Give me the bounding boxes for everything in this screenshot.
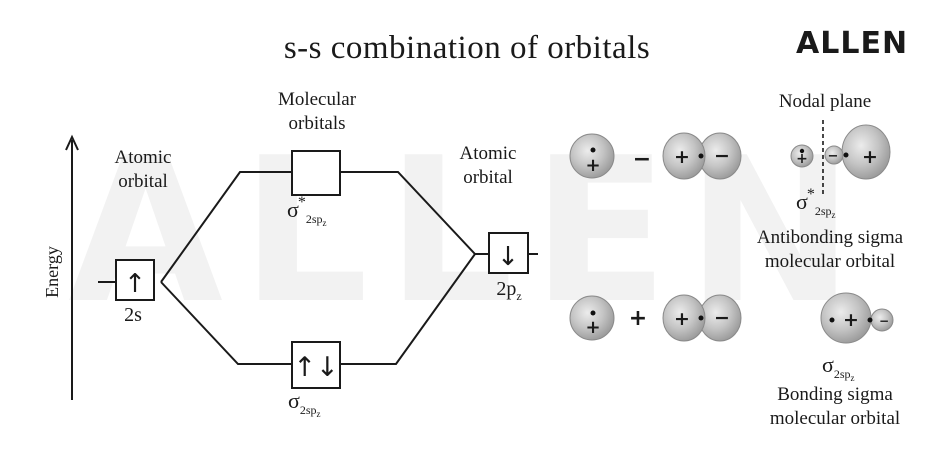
brand-logo: ALLEN (796, 26, 909, 61)
antibonding-mo-box (291, 150, 341, 196)
molecular-orbitals-label: Molecular orbitals (277, 89, 357, 134)
sign-s-bottom: + (585, 317, 600, 338)
sign-p-bottom-left: + (674, 308, 690, 330)
antibonding-orbital-symbol: σ*2spz (796, 186, 836, 220)
connector-2s-bonding (160, 281, 292, 365)
bonding-orbital-symbol: σ2spz (822, 352, 855, 383)
antibonding-orbital-shape (790, 124, 891, 180)
bonding-description: Bonding sigma molecular orbital (769, 384, 901, 429)
s-orbital-bottom (569, 295, 615, 341)
sign-p-top-right: − (714, 145, 730, 167)
connector-2pz-bonding (340, 253, 476, 365)
electron-pair-bonding: ↑↓ (293, 352, 338, 383)
electron-down-2pz: ↓ (497, 242, 519, 272)
sign-ab-large: + (862, 146, 878, 168)
bonding-orbital-shape (820, 292, 894, 344)
connector-2pz-antibonding (340, 171, 489, 255)
sign-s-top: + (585, 155, 600, 176)
sign-b-large: + (843, 309, 859, 331)
page-title: s-s combination of orbitals (283, 30, 651, 66)
nodal-plane-label: Nodal plane (778, 91, 872, 112)
operator-plus: + (629, 306, 647, 331)
antibonding-description: Antibonding sigma molecular orbital (756, 227, 904, 272)
electron-up-2s: ↑ (124, 269, 146, 299)
left-atomic-label: Atomic orbital (114, 147, 172, 192)
atomic-orbital-box-2s (115, 259, 155, 301)
bonding-mo-box (291, 341, 341, 389)
sign-p-top-left: + (674, 146, 690, 168)
operator-minus: − (633, 147, 651, 172)
atomic-orbital-name-2s: 2s (124, 304, 142, 326)
sign-ab-small: + (796, 151, 808, 167)
sign-b-small: − (879, 314, 889, 328)
s-orbital-top (569, 133, 615, 179)
atomic-orbital-box-2pz (488, 232, 529, 274)
energy-axis-arrowhead (65, 134, 79, 151)
connector-2s-antibonding (160, 171, 292, 283)
atomic-orbital-name-2pz: 2pz (496, 278, 522, 303)
sign-p-bottom-right: − (714, 307, 730, 329)
p-orbital-top (662, 132, 742, 180)
right-atomic-label: Atomic orbital (459, 143, 517, 188)
energy-axis-label: Energy (42, 246, 62, 298)
antibonding-mo-label: σ*2spz (287, 194, 327, 228)
p-orbital-bottom (662, 294, 742, 342)
bonding-mo-label: σ2spz (288, 388, 321, 419)
sign-ab-middle: − (828, 149, 839, 164)
